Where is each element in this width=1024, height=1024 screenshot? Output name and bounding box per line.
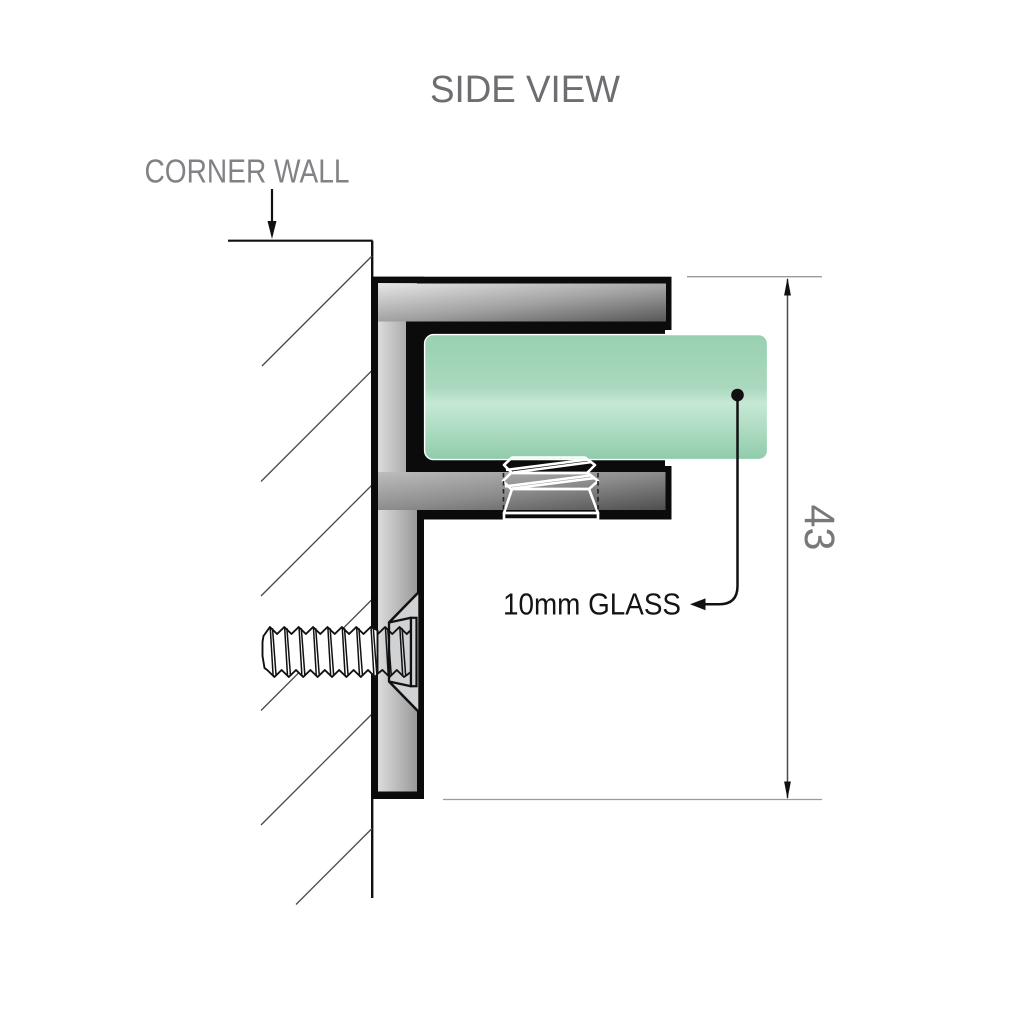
svg-text:SIDE VIEW: SIDE VIEW [430, 69, 620, 111]
svg-text:10mm GLASS: 10mm GLASS [503, 587, 681, 622]
svg-text:43: 43 [795, 505, 842, 551]
svg-text:CORNER WALL: CORNER WALL [145, 153, 350, 190]
